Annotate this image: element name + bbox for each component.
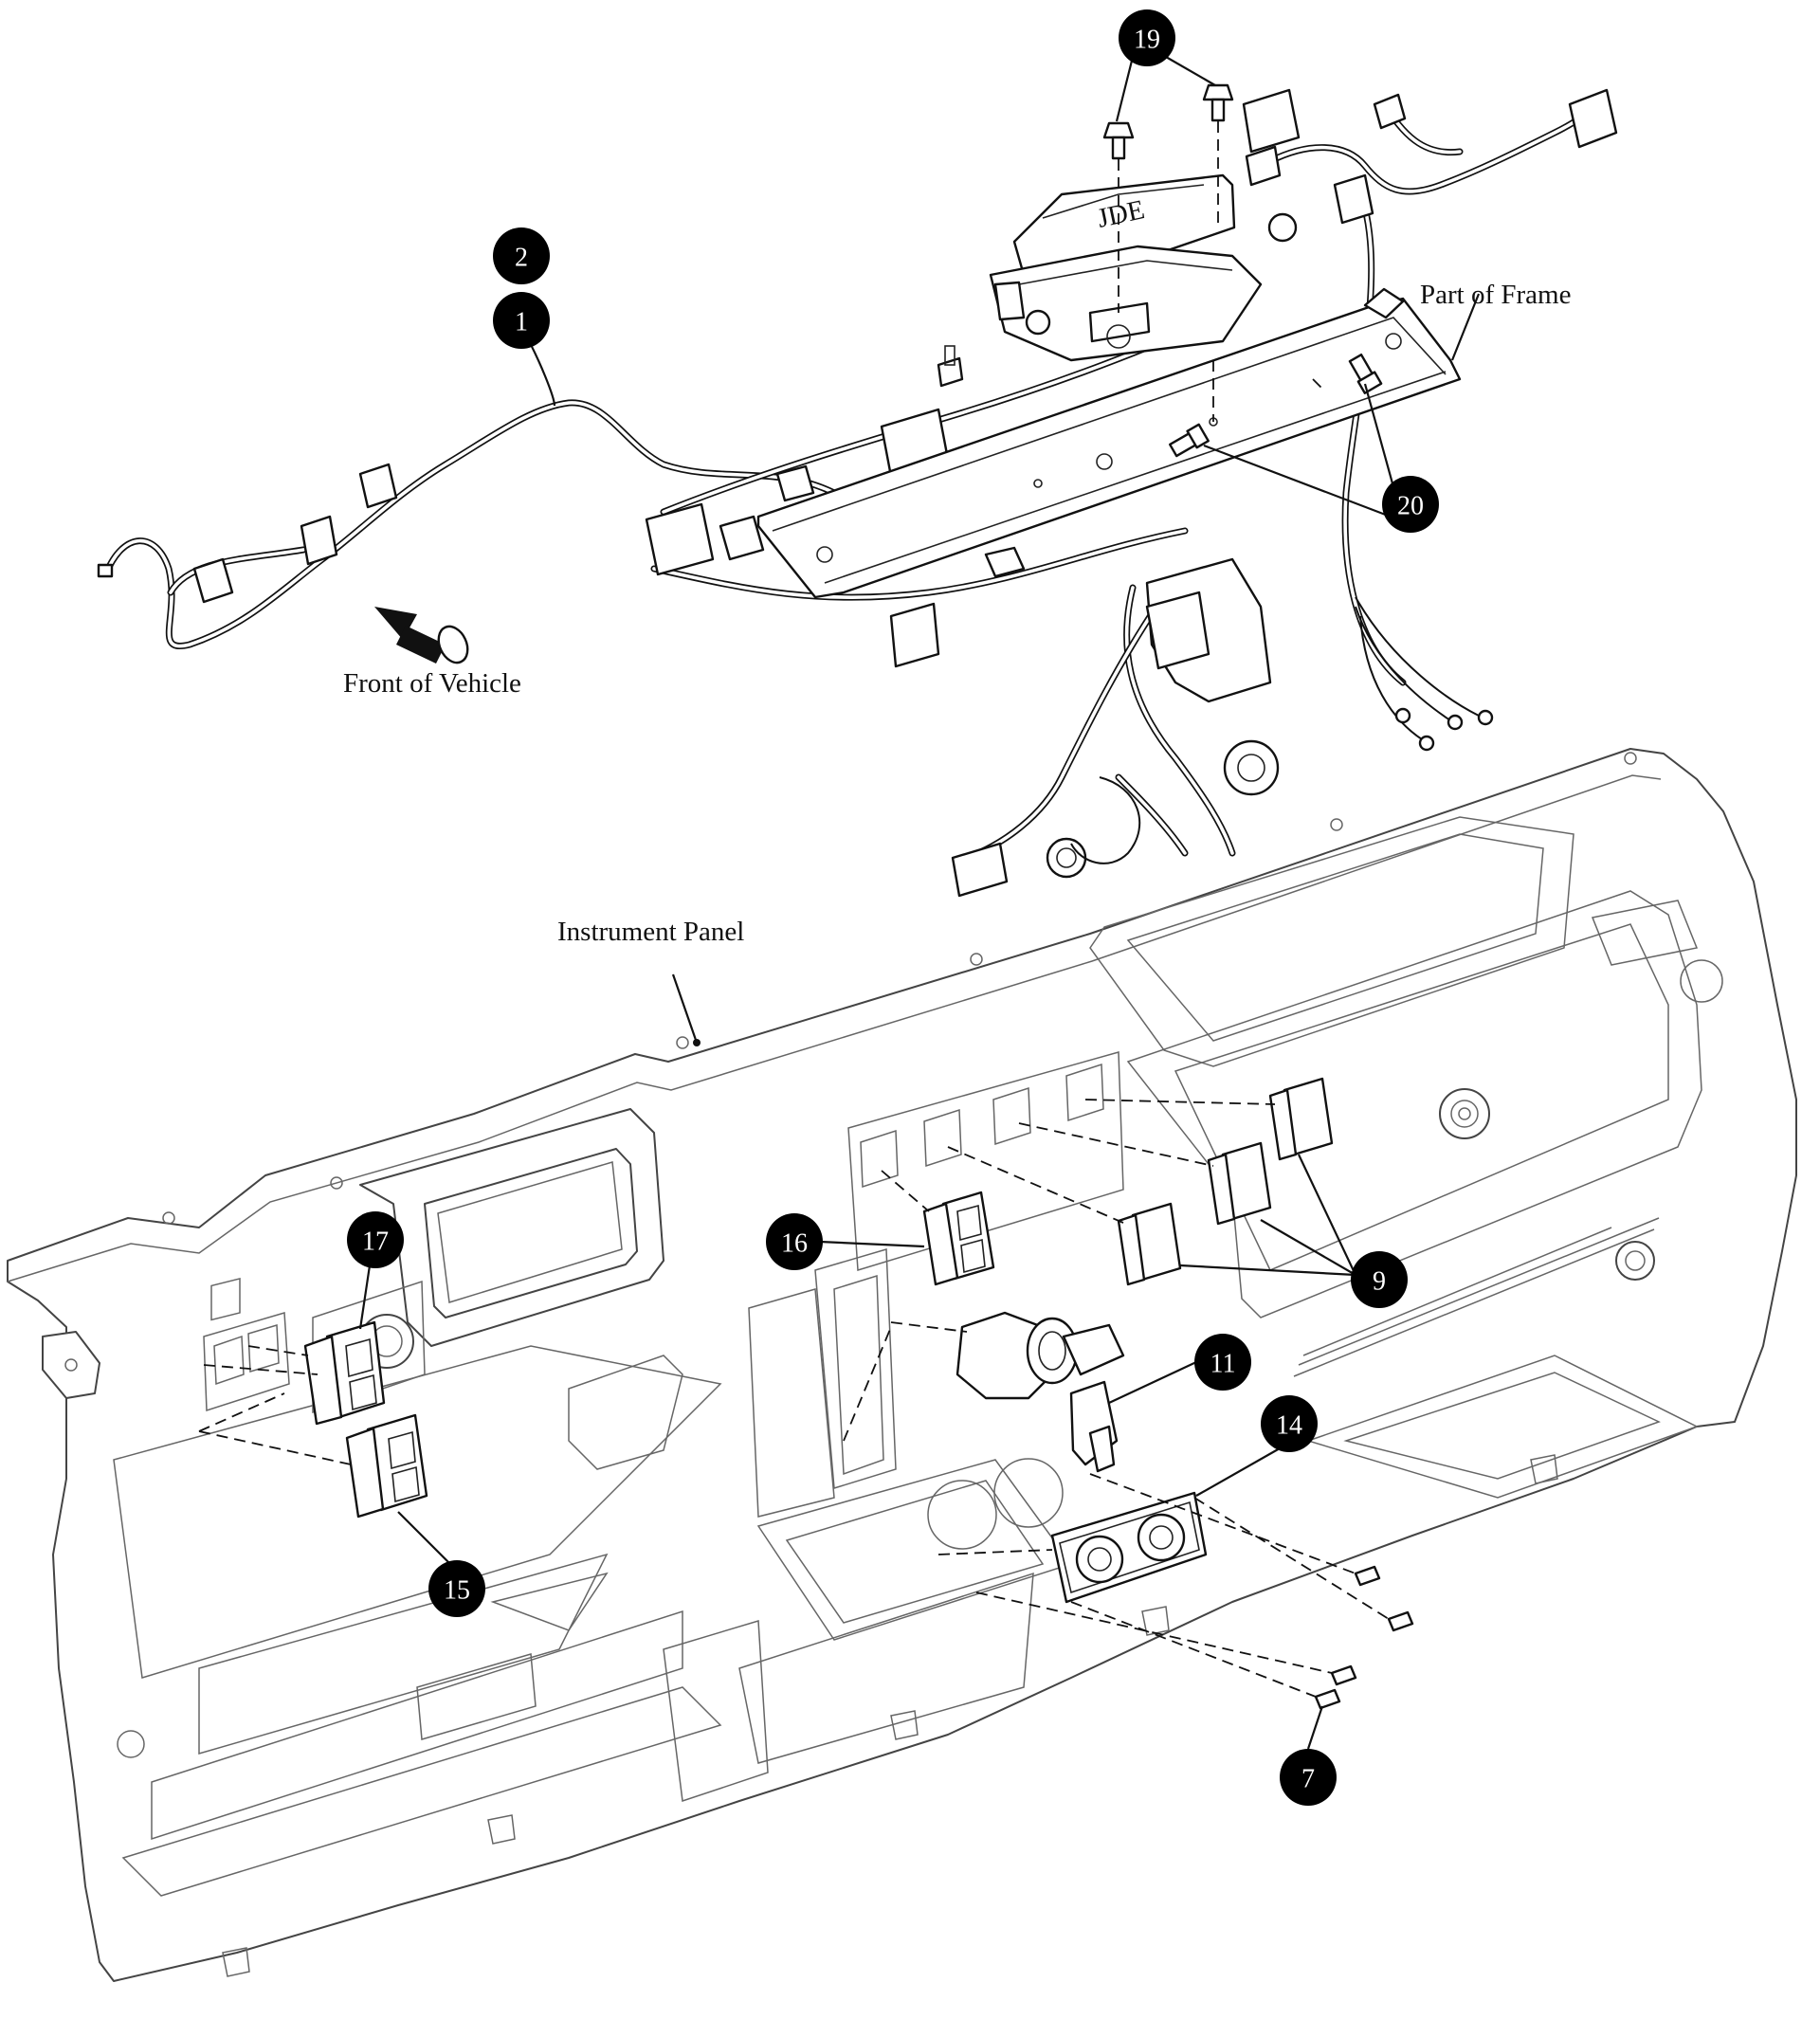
callout-20-label: 20 — [1397, 492, 1424, 521]
callout-9: 9 — [1351, 1251, 1408, 1308]
switch-9-a — [1117, 1202, 1182, 1286]
callout-7: 7 — [1280, 1749, 1337, 1806]
callout-16-label: 16 — [781, 1229, 808, 1259]
switch-15 — [345, 1413, 428, 1519]
callout-15: 15 — [428, 1560, 485, 1617]
wiring-harness — [97, 88, 1618, 898]
callout-19-label: 19 — [1134, 26, 1160, 55]
bolt-19-left — [1102, 121, 1135, 160]
ignition-switch-11 — [956, 1311, 1125, 1473]
switch-9-c — [1268, 1077, 1334, 1161]
power-outlet-14 — [1050, 1491, 1208, 1604]
callout-7-label: 7 — [1301, 1765, 1315, 1794]
bolt-20-path — [1312, 378, 1323, 390]
screws-7 — [1314, 1565, 1414, 1710]
callout-15-label: 15 — [444, 1576, 470, 1606]
instrument-panel-label: Instrument Panel — [557, 917, 744, 947]
instrument-panel-leader — [671, 973, 699, 1044]
callout-2-label: 2 — [515, 244, 528, 273]
callout-17-label: 17 — [362, 1228, 389, 1257]
controller-module: JDE — [989, 173, 1263, 362]
front-of-vehicle-label: Front of Vehicle — [343, 668, 521, 699]
switch-9-b — [1207, 1141, 1272, 1226]
switch-17 — [303, 1320, 386, 1426]
instrument-panel — [7, 748, 1797, 1982]
callout-1-label: 1 — [515, 308, 528, 337]
callout-14-label: 14 — [1276, 1411, 1302, 1441]
callout-11: 11 — [1194, 1334, 1251, 1391]
bolt-20-right — [1348, 353, 1383, 394]
callout-9-label: 9 — [1373, 1267, 1386, 1297]
callout-20: 20 — [1382, 476, 1439, 533]
callout-2: 2 — [493, 227, 550, 284]
callout-14: 14 — [1261, 1395, 1318, 1452]
bolt-19-right — [1202, 83, 1234, 122]
frame-member — [756, 287, 1462, 599]
callout-19: 19 — [1119, 9, 1175, 66]
callout-16: 16 — [766, 1213, 823, 1270]
part-of-frame-label: Part of Frame — [1420, 280, 1571, 310]
callout-17: 17 — [347, 1211, 404, 1268]
switch-16 — [922, 1191, 995, 1286]
leader-dot — [693, 1039, 701, 1046]
bolt-20-left — [1168, 423, 1210, 458]
bolt-19-right-path — [1212, 121, 1219, 422]
callout-1: 1 — [493, 292, 550, 349]
assembly-lines — [198, 1099, 1390, 1698]
callout-11-label: 11 — [1210, 1350, 1236, 1379]
arrow-icon — [374, 607, 469, 664]
